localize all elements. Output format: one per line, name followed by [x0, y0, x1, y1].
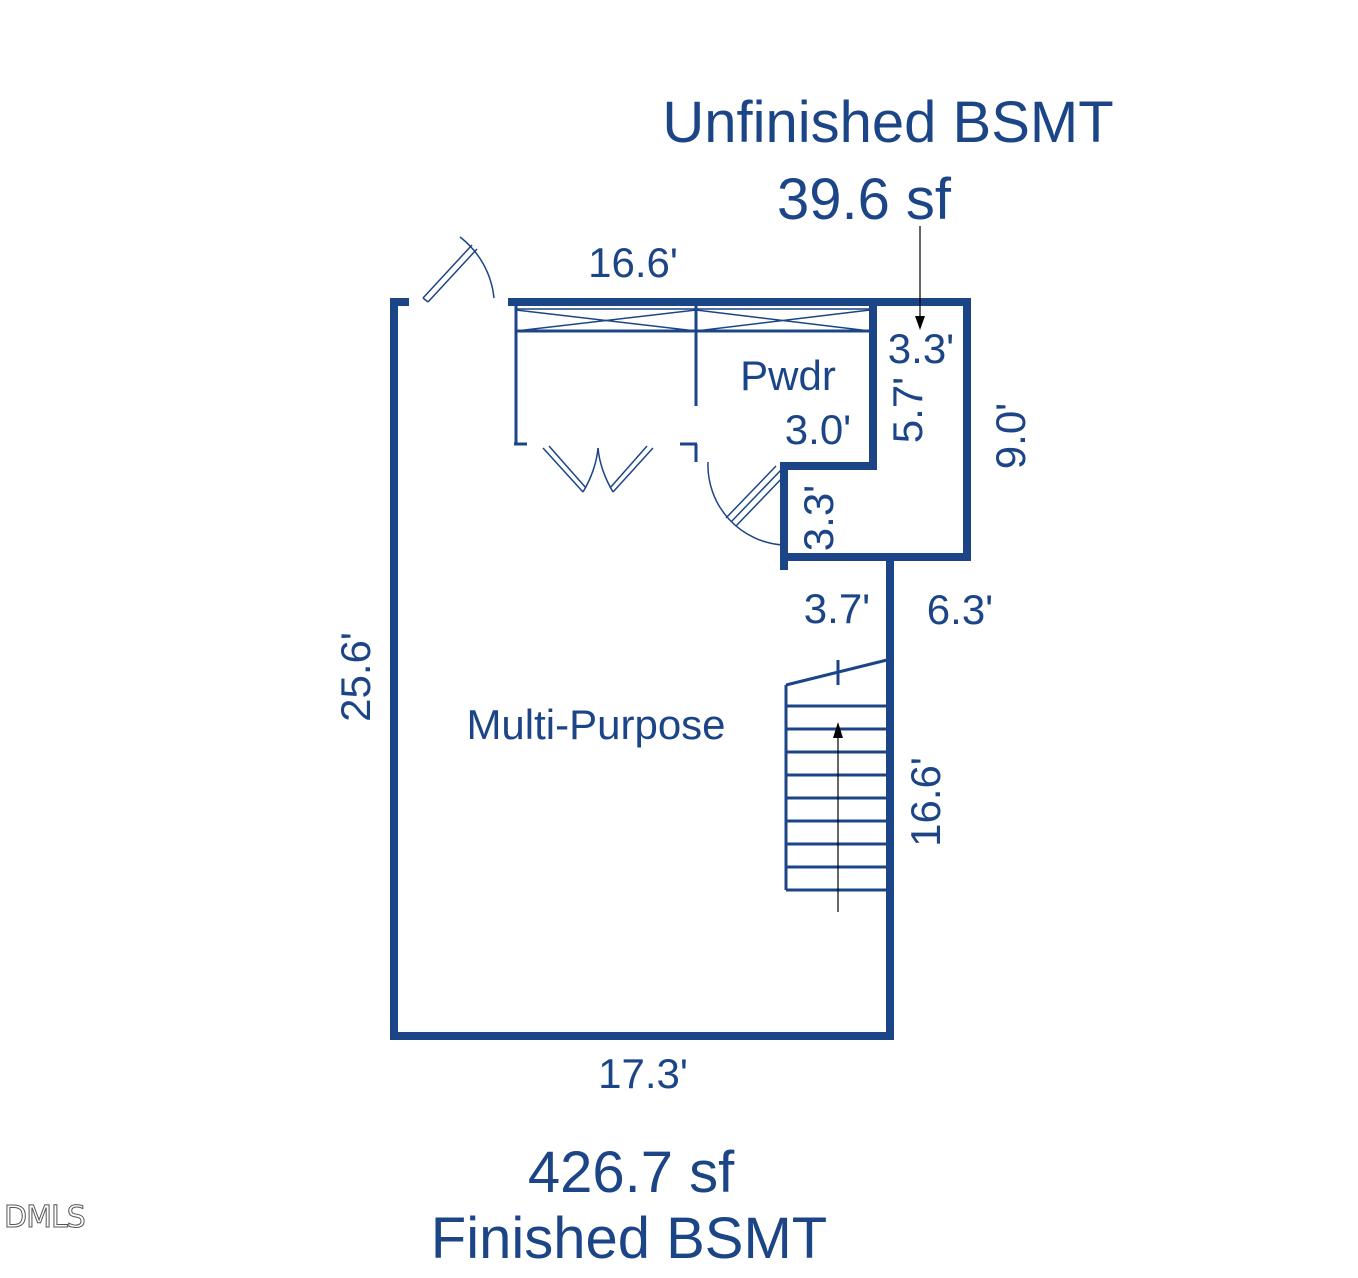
unfinished-title: Unfinished BSMT: [662, 90, 1113, 155]
stairs: [784, 658, 888, 892]
dim-top: 16.6': [588, 239, 678, 286]
watermark-logo: DMLS: [4, 1200, 87, 1236]
closet-bifold-door: [542, 445, 654, 493]
dim-pwdr-step: 3.3': [795, 485, 842, 551]
finished-area: 426.7 sf: [528, 1140, 735, 1205]
pwdr-door: [707, 461, 787, 546]
dim-pwdr-width: 3.0': [785, 406, 851, 453]
finished-title: Finished BSMT: [431, 1206, 827, 1271]
dim-stair-width: 3.7': [804, 585, 870, 632]
exterior-walls: [390, 298, 971, 1040]
dim-pwdr-height: 5.7': [884, 377, 931, 443]
stair-arrow: [833, 722, 843, 912]
entry-door: [422, 236, 495, 303]
dim-bottom: 17.3': [598, 1050, 688, 1097]
closet: [514, 306, 871, 462]
dim-left: 25.6': [332, 632, 379, 722]
dim-stair-length: 16.6': [902, 757, 949, 847]
dim-closet-depth: 3.3': [888, 325, 954, 372]
dim-unfinished-height: 9.0': [987, 403, 1034, 469]
unfinished-area: 39.6 sf: [777, 167, 952, 232]
room-label-pwdr: Pwdr: [740, 352, 836, 399]
room-label-multi-purpose: Multi-Purpose: [466, 701, 725, 748]
dim-right-width: 6.3': [927, 586, 993, 633]
unfinished-leader-arrow: [915, 226, 925, 330]
